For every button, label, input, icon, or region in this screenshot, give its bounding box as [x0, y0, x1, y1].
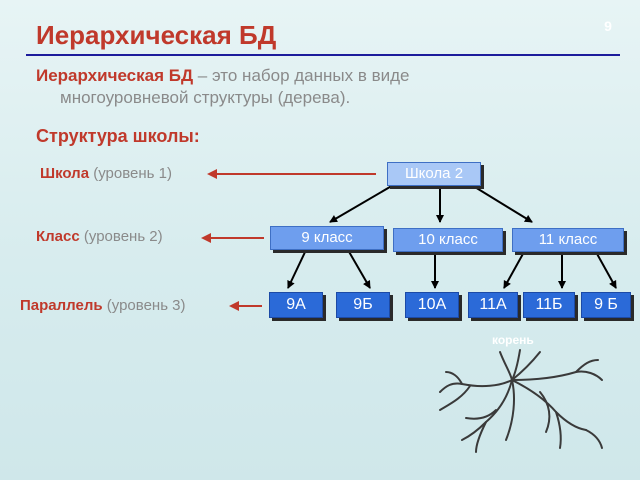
- tree-node-parallel: 9 Б: [581, 292, 631, 318]
- tree-node-parallel: 11А: [468, 292, 518, 318]
- tree-node-parallel: 11Б: [523, 292, 575, 318]
- root-caption: корень: [492, 333, 534, 347]
- tree-node-root: Школа 2: [387, 162, 481, 186]
- tree-node-class: 11 класс: [512, 228, 624, 252]
- tree-node-parallel: 9Б: [336, 292, 390, 318]
- tree-node-parallel: 10А: [405, 292, 459, 318]
- tree-node-class: 9 класс: [270, 226, 384, 250]
- tree-node-parallel: 9А: [269, 292, 323, 318]
- tree-node-class: 10 класс: [393, 228, 503, 252]
- tree-root-illustration: [440, 350, 602, 452]
